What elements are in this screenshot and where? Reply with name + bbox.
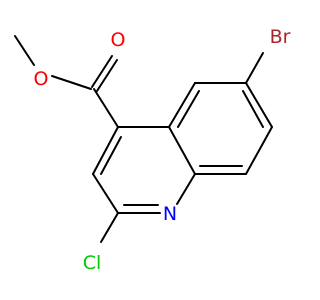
bond-n-c8a [176, 173, 196, 205]
molecule-diagram: O O Br N Cl [14, 26, 291, 274]
bond-c4a-c5-inner [177, 90, 200, 128]
atom-bromine: Br [270, 26, 291, 48]
bond-c6-c7-inner [242, 90, 264, 128]
bond-c4a-c5 [168, 82, 196, 128]
atom-oxygen-ester: O [34, 68, 49, 90]
bond-o-carbonyl [51, 75, 92, 90]
bond-c7-c8 [245, 126, 273, 175]
bond-c4-c3 [92, 126, 119, 175]
bond-methyl-o [14, 35, 35, 66]
bond-c-o-double-b [96, 59, 118, 92]
bond-c8a-c4a [168, 126, 196, 175]
bond-c6-c7 [245, 82, 273, 128]
bond-c4-c3-inner [100, 136, 122, 175]
atom-nitrogen: N [163, 203, 177, 225]
bond-c3-c2 [92, 173, 119, 214]
bond-c-o-double-a [91, 55, 113, 88]
bond-c6-br [245, 52, 264, 84]
bond-c2-cl [100, 212, 119, 243]
atom-oxygen-carbonyl: O [111, 29, 126, 51]
bond-carbonyl-c4 [93, 88, 119, 128]
atom-chlorine: Cl [83, 252, 102, 274]
